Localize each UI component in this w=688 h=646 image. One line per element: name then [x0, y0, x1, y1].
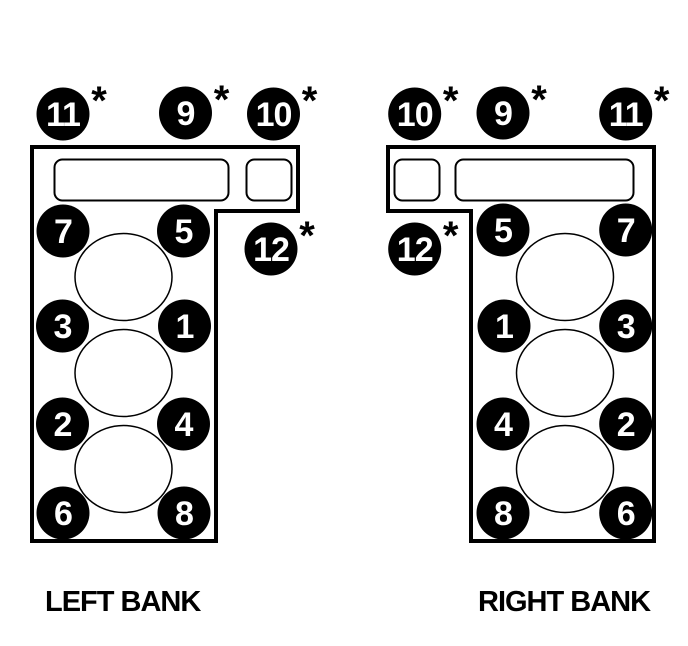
bolt-right-3: 3	[599, 299, 653, 353]
bolt-right-10: 10 *	[388, 79, 459, 141]
left-bank-slot-small	[245, 158, 293, 202]
bolt-number: 4	[175, 406, 194, 444]
right-bank: 10 * 9 * 11 * 12 * 5 7 1	[386, 78, 670, 618]
bolt-number: 1	[495, 308, 513, 346]
bolt-left-3: 3	[36, 299, 89, 353]
bolt-number: 8	[175, 495, 193, 533]
bolt-number: 12	[397, 231, 433, 269]
bolt-number: 11	[609, 96, 643, 134]
cylinder-bore	[515, 232, 615, 322]
bolt-right-2: 2	[599, 397, 653, 451]
asterisk: *	[91, 79, 107, 123]
asterisk: *	[654, 79, 670, 123]
bolt-number: 10	[256, 96, 292, 134]
bolt-right-1: 1	[477, 299, 531, 353]
bolt-right-4: 4	[476, 397, 530, 451]
left-bank-label: LEFT BANK	[45, 586, 201, 618]
bolt-number: 9	[494, 95, 512, 133]
bolt-number: 7	[54, 213, 72, 251]
cylinder-bore	[74, 232, 173, 322]
bolt-left-12: 12 *	[244, 214, 315, 276]
bolt-left-11: 11 *	[36, 79, 107, 141]
bolt-number: 10	[397, 96, 433, 134]
right-bank-label: RIGHT BANK	[478, 586, 651, 618]
asterisk: *	[214, 78, 230, 122]
bolt-right-5: 5	[476, 203, 530, 257]
left-bank-slot-long	[53, 158, 230, 202]
bolt-number: 9	[177, 95, 195, 133]
bolt-number: 3	[54, 308, 72, 346]
bolt-right-11: 11 *	[599, 79, 670, 141]
right-bank-slot-long	[454, 158, 635, 202]
right-bank-head-outline	[386, 145, 656, 543]
left-bank-head-outline	[30, 145, 300, 543]
bolt-number: 11	[46, 96, 80, 134]
cylinder-bore	[515, 328, 615, 418]
bolt-right-6: 6	[599, 486, 653, 540]
bolt-number: 6	[617, 495, 635, 533]
asterisk: *	[302, 79, 318, 123]
asterisk: *	[443, 79, 459, 123]
bolt-number: 8	[494, 495, 512, 533]
bolt-right-12: 12 *	[388, 214, 459, 276]
bolt-number: 2	[54, 406, 72, 444]
cylinder-bore	[74, 424, 173, 514]
bolt-number: 3	[617, 308, 635, 346]
bolt-left-6: 6	[36, 486, 90, 540]
bolt-number: 6	[54, 495, 72, 533]
bolt-left-9: 9 *	[159, 78, 230, 140]
bolt-left-10: 10 *	[247, 79, 318, 141]
bolt-left-5: 5	[157, 204, 210, 258]
bolt-left-8: 8	[157, 486, 211, 540]
bolt-right-8: 8	[476, 486, 530, 540]
bolt-number: 2	[617, 406, 635, 444]
bolt-right-9: 9 *	[476, 78, 547, 140]
bolt-number: 5	[175, 213, 193, 251]
bolt-left-7: 7	[36, 204, 90, 258]
bolt-left-1: 1	[158, 299, 211, 353]
cylinder-bore	[515, 424, 615, 514]
bolt-number: 1	[176, 308, 194, 346]
cylinder-bore	[74, 328, 173, 418]
bolt-right-7: 7	[599, 203, 653, 257]
right-bank-slot-small	[393, 158, 441, 202]
bolt-number: 5	[494, 212, 512, 250]
bolt-left-4: 4	[157, 397, 210, 451]
bolt-left-2: 2	[36, 397, 89, 451]
asterisk: *	[531, 78, 547, 122]
bolt-number: 4	[494, 406, 513, 444]
left-bank: 11 * 9 * 10 * 12 * 7 5 3	[30, 78, 318, 618]
bolt-number: 12	[253, 231, 289, 269]
asterisk: *	[443, 214, 459, 258]
bolt-number: 7	[617, 212, 635, 250]
asterisk: *	[299, 214, 315, 258]
